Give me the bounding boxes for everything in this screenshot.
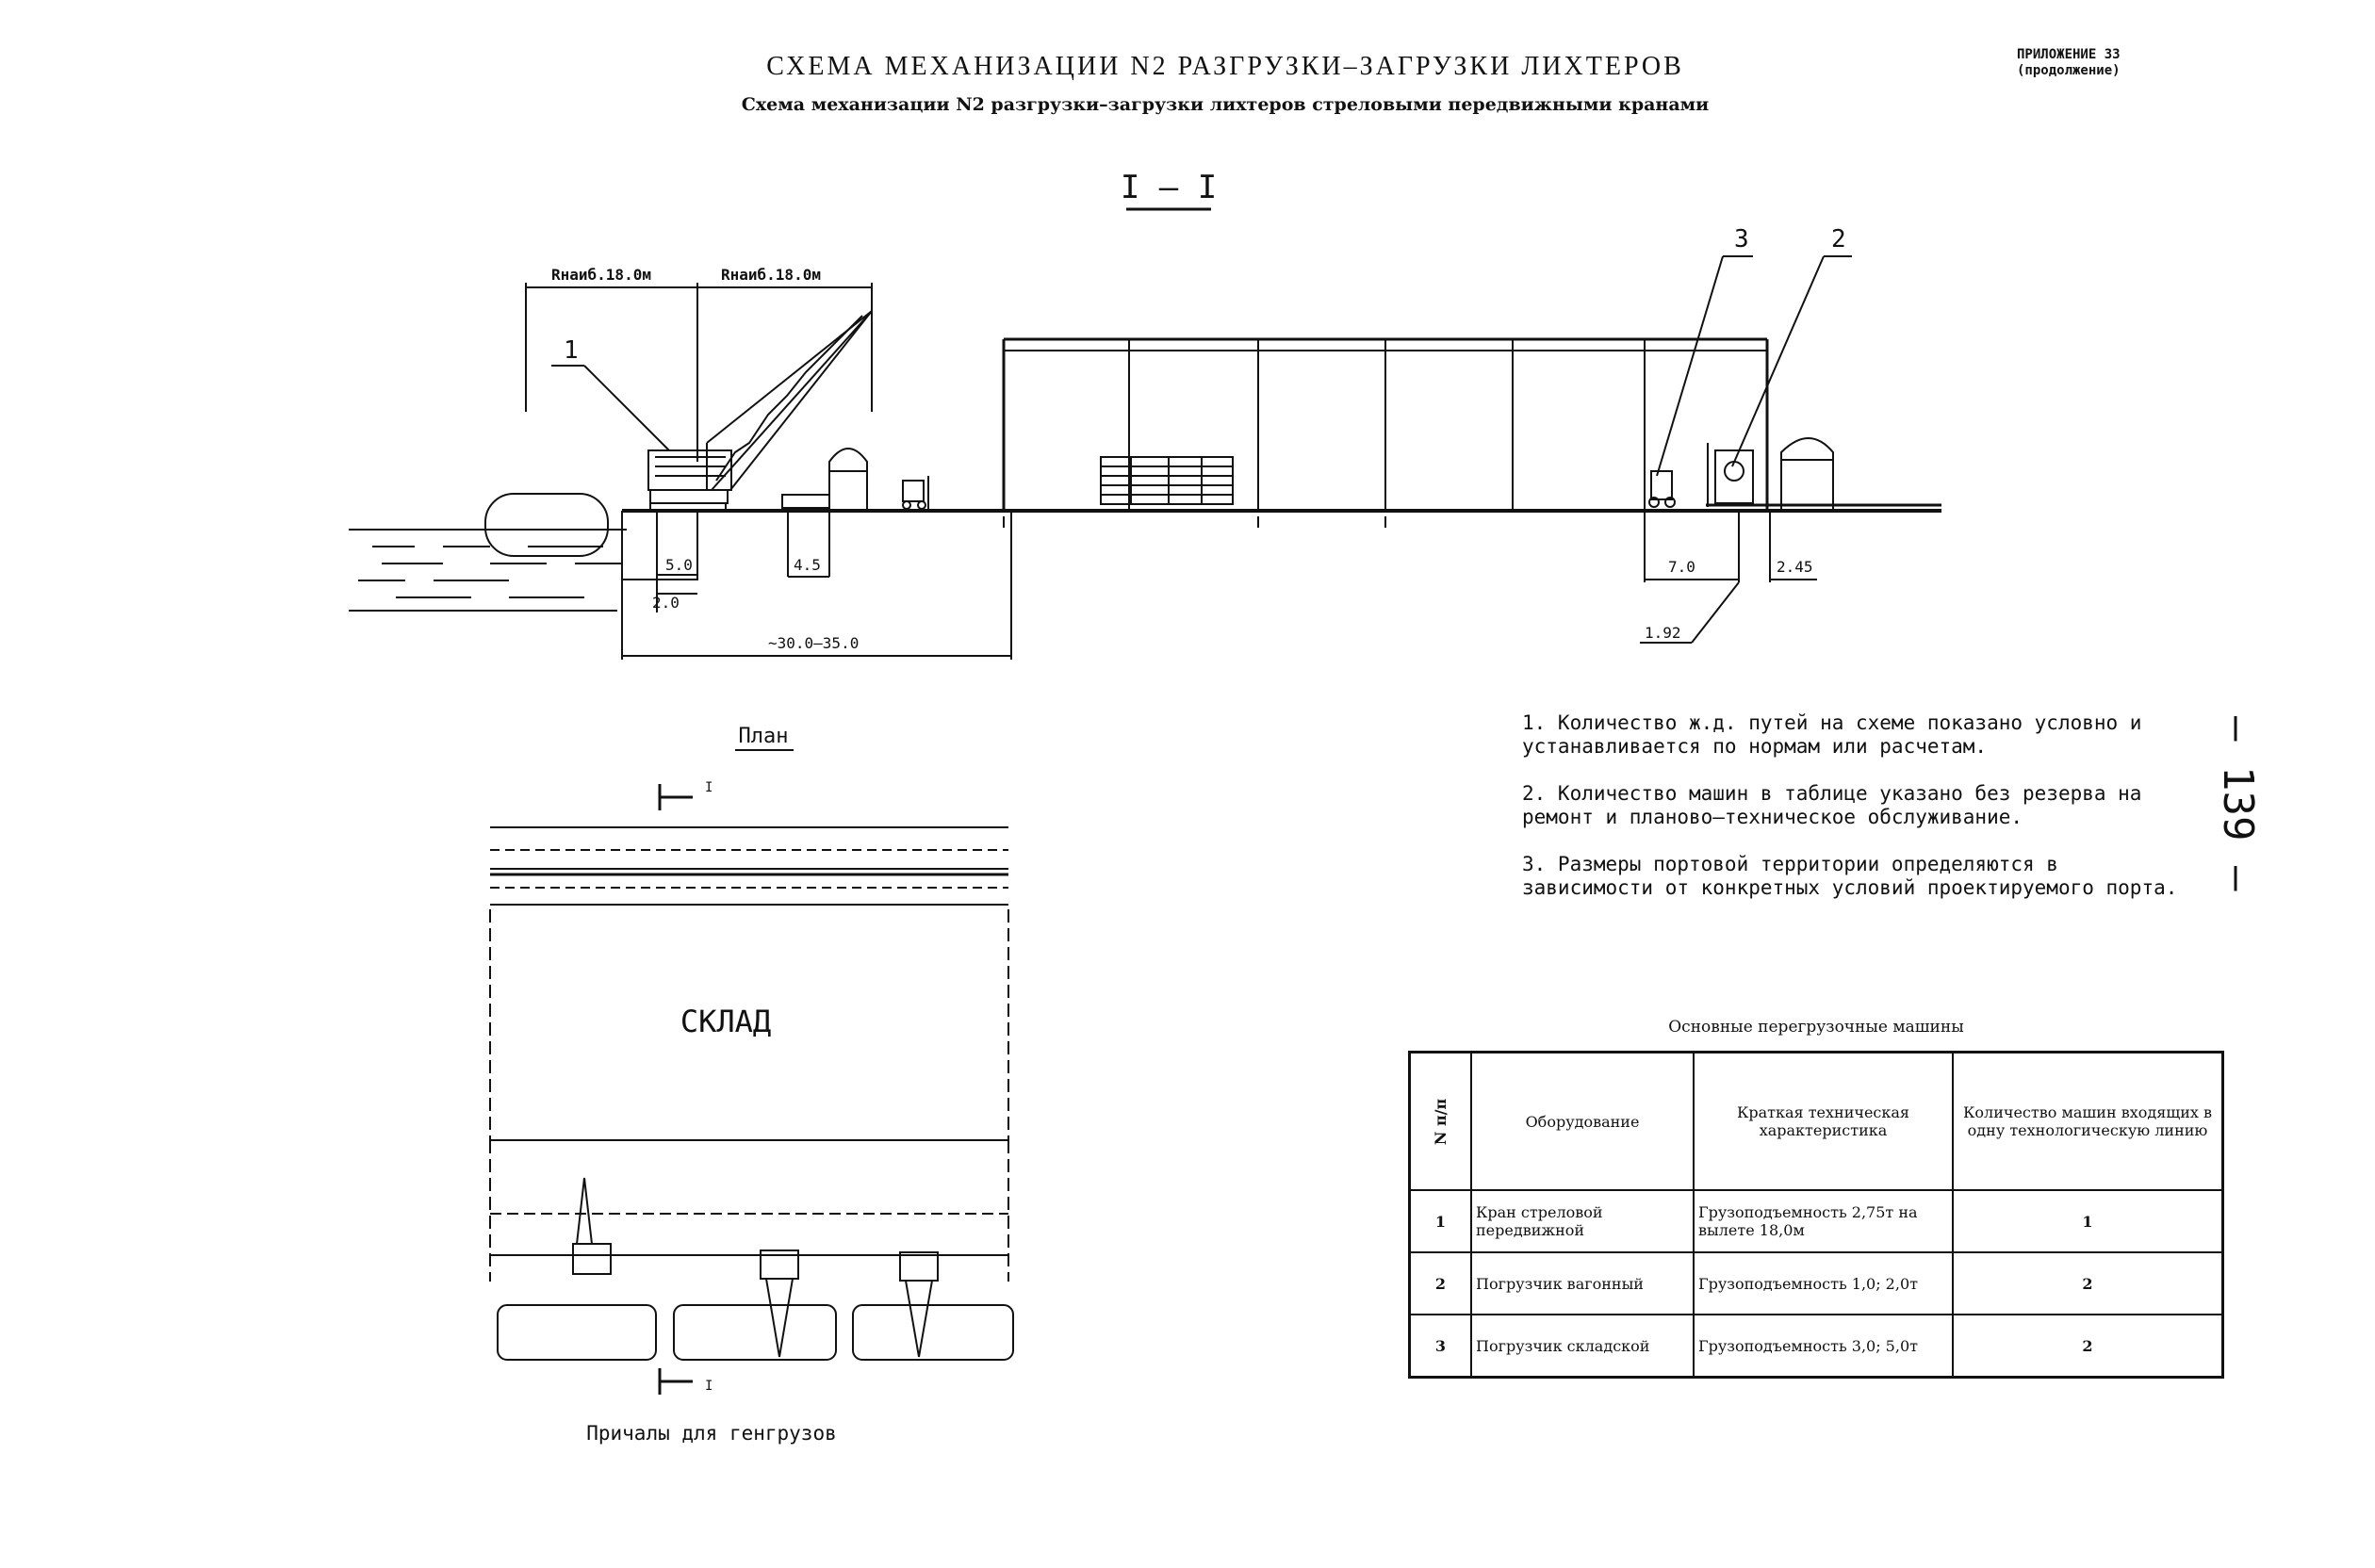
- appendix-line-1: ПРИЛОЖЕНИЕ 33: [2017, 47, 2121, 62]
- dim-2-45: 2.45: [1777, 558, 1813, 576]
- lighter-barge: [484, 493, 609, 557]
- row-equipment: Кран стреловой передвижной: [1470, 1189, 1695, 1253]
- portal-crane: [647, 310, 873, 511]
- row-num: 1: [1408, 1189, 1472, 1253]
- dim-1-92: 1.92: [1645, 624, 1681, 642]
- warehouse-section: [1002, 337, 1769, 528]
- reach-left: Rнаиб.18.0м: [551, 266, 651, 284]
- crane-boom-plan-3: [904, 1280, 934, 1358]
- dim-30-35: ~30.0–35.0: [768, 634, 859, 652]
- table-caption: Основные перегрузочные машины: [1668, 1018, 1964, 1037]
- row-qty: 2: [1952, 1314, 2224, 1379]
- table-header-row: N п/п Оборудование Краткая техническая х…: [1408, 1051, 2224, 1191]
- loader-wagon: [1714, 449, 1754, 504]
- row-qty: 1: [1952, 1189, 2224, 1253]
- header-spec: Краткая техническая характеристика: [1693, 1051, 1954, 1191]
- berth-lighter-3: [852, 1304, 1014, 1361]
- note-2: 2. Количество машин в таблице указано бе…: [1522, 782, 2142, 828]
- page-title: СХЕМА МЕХАНИЗАЦИИ N2 РАЗГРУЗКИ–ЗАГРУЗКИ …: [766, 52, 1684, 81]
- railcar-1: [828, 448, 868, 511]
- callout-3: 3: [1734, 225, 1749, 253]
- dim-7-0: 7.0: [1668, 558, 1695, 576]
- machines-table: N п/п Оборудование Краткая техническая х…: [1408, 1051, 2224, 1379]
- section-label: I – I: [1121, 169, 1217, 206]
- dim-2-0: 2.0: [652, 594, 680, 612]
- row-equipment: Погрузчик вагонный: [1470, 1251, 1695, 1315]
- header-equipment: Оборудование: [1470, 1051, 1695, 1191]
- header-qty: Количество машин входящих в одну техноло…: [1952, 1051, 2224, 1191]
- berths-caption: Причалы для генгрузов: [586, 1422, 837, 1445]
- appendix-line-2: (продолжение): [2017, 63, 2121, 78]
- forklift-quay: [902, 480, 925, 502]
- section-drawing: I – I 5.0 2.0 4.5: [349, 169, 1941, 660]
- cargo-pallet: [781, 494, 830, 509]
- crane-plan-1: [572, 1243, 612, 1275]
- section-mark-bottom: I: [705, 1379, 712, 1394]
- callout-1: 1: [564, 336, 579, 365]
- appendix-label: ПРИЛОЖЕНИЕ 33 (продолжение): [2017, 47, 2205, 79]
- cargo-stack: [1100, 456, 1234, 505]
- warehouse-label: СКЛАД: [680, 1004, 771, 1039]
- crane-plan-3: [899, 1251, 939, 1282]
- water-lines: [349, 529, 627, 612]
- plan-drawing: План I СКЛАД: [489, 725, 1014, 1445]
- plan-label: План: [739, 725, 789, 748]
- reach-right: Rнаиб.18.0м: [721, 266, 821, 284]
- railcar-2: [1780, 437, 1834, 511]
- crane-boom-plan-2: [764, 1278, 794, 1358]
- section-mark-top: I: [705, 780, 712, 795]
- note-3: 3. Размеры портовой территории определяю…: [1522, 853, 2178, 899]
- row-qty: 2: [1952, 1251, 2224, 1315]
- callout-2: 2: [1831, 225, 1846, 253]
- row-equipment: Погрузчик складской: [1470, 1314, 1695, 1379]
- row-num: 2: [1408, 1251, 1472, 1315]
- header-num: N п/п: [1408, 1051, 1472, 1191]
- row-spec: Грузоподъемность 1,0; 2,0т: [1693, 1251, 1954, 1315]
- row-spec: Грузоподъемность 2,75т на вылете 18,0м: [1693, 1189, 1954, 1253]
- row-spec: Грузоподъемность 3,0; 5,0т: [1693, 1314, 1954, 1379]
- dim-5-0: 5.0: [665, 556, 693, 574]
- crane-boom-plan-1: [575, 1177, 594, 1245]
- table-row: 2 Погрузчик вагонный Грузоподъемность 1,…: [1408, 1251, 2224, 1315]
- page-subtitle: Схема механизации N2 разгрузки–загрузки …: [741, 94, 1710, 115]
- row-num: 3: [1408, 1314, 1472, 1379]
- table-row: 1 Кран стреловой передвижной Грузоподъем…: [1408, 1189, 2224, 1253]
- note-1: 1. Количество ж.д. путей на схеме показа…: [1522, 711, 2142, 758]
- forklift-warehouse: [1650, 470, 1673, 500]
- table-row: 3 Погрузчик складской Грузоподъемность 3…: [1408, 1314, 2224, 1379]
- page-number: – 139 –: [2214, 716, 2262, 891]
- berth-lighter-1: [497, 1304, 657, 1361]
- berth-lighter-2: [673, 1304, 837, 1361]
- dim-4-5: 4.5: [794, 556, 821, 574]
